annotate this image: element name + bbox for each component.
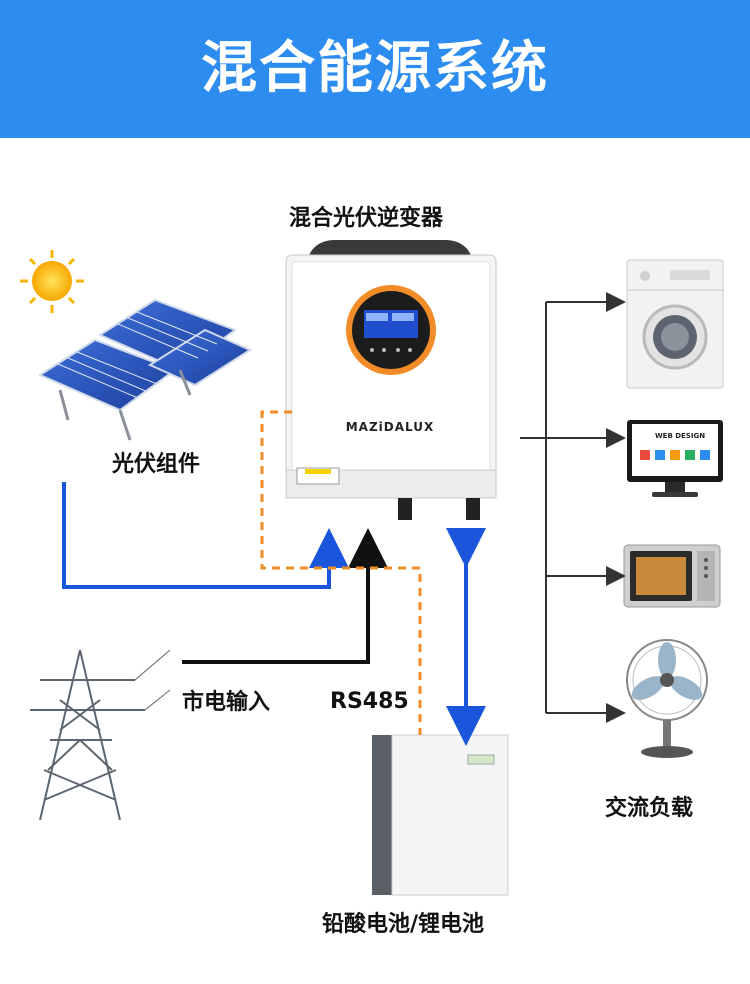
sun-icon xyxy=(20,250,84,313)
grid-label: 市电输入 xyxy=(182,690,271,715)
monitor-icon xyxy=(627,420,723,497)
battery-label: 铅酸电池/锂电池 xyxy=(322,912,485,937)
header-banner xyxy=(0,0,750,138)
rs485-label: RS485 xyxy=(330,689,409,714)
load-distribution-lines xyxy=(520,292,626,723)
inverter-brand: MAZiDALUX xyxy=(345,420,435,434)
loads-label: 交流负载 xyxy=(605,796,694,821)
inverter-label: 混合光伏逆变器 xyxy=(289,206,444,231)
solar-panel-icon xyxy=(37,298,253,441)
battery-device xyxy=(372,734,509,896)
washing-machine-icon xyxy=(626,259,724,389)
power-tower-icon xyxy=(30,649,171,821)
fan-icon xyxy=(626,639,708,758)
rs485-connection-line xyxy=(260,410,422,735)
grid-connection-line xyxy=(182,528,388,664)
page-title: 混合能源系统 xyxy=(201,36,549,101)
monitor-screen-title: WEB DESIGN xyxy=(654,432,706,440)
microwave-icon xyxy=(623,544,721,608)
inverter-device xyxy=(285,240,497,520)
solar-label: 光伏组件 xyxy=(112,452,201,477)
